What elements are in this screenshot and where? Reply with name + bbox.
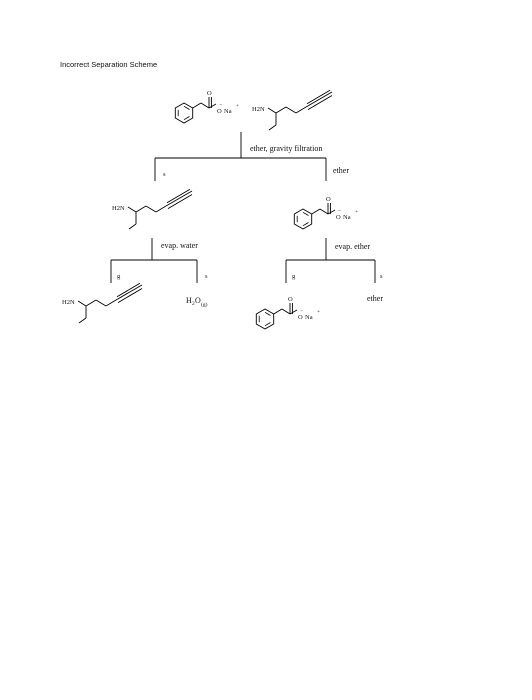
dissolved-carbonyl-oxygen: O — [326, 196, 331, 203]
final-amine-label: H2N — [62, 299, 75, 306]
final-sodium: Na — [305, 314, 313, 321]
final-carboxylate-oxygen: O — [298, 314, 303, 321]
dissolved-carboxylate-charge: − — [338, 208, 341, 214]
dissolved-benzoate-structure: O O − Na + — [293, 196, 358, 230]
step2-left-s-tag: s — [205, 273, 208, 280]
water-state-label: (g) — [201, 301, 208, 308]
step1-label: ether, gravity filtration — [250, 144, 322, 153]
carboxylate-oxygen-label: O — [217, 108, 222, 115]
final-benzoate-structure: O O − Na + — [255, 296, 320, 330]
water-h-label: H — [186, 296, 192, 305]
final-amine-structure: H2N — [62, 282, 143, 324]
amine-label: H2N — [252, 106, 265, 113]
ether-product-label: ether — [367, 294, 383, 303]
dissolved-sodium-charge: + — [355, 209, 358, 215]
solid-amine-label: H2N — [112, 205, 125, 212]
step1-left-tag: s — [163, 171, 166, 178]
carbonyl-oxygen-label: O — [207, 90, 212, 97]
carboxylate-charge-label: − — [219, 102, 222, 108]
amine-structure: H2N — [252, 89, 333, 131]
water-vapor-product: H 2 O (g) — [186, 296, 208, 308]
step2-left-label: evap. water — [161, 241, 198, 250]
water-o-label: O — [195, 296, 201, 305]
dissolved-carboxylate-oxygen: O — [336, 214, 341, 221]
dissolved-sodium: Na — [343, 214, 351, 221]
final-carbonyl-oxygen: O — [288, 296, 293, 303]
step2-left-g-tag: g — [117, 273, 121, 280]
water-subscript: 2 — [192, 301, 195, 307]
step2-right-label: evap. ether — [335, 242, 370, 251]
step1-right-tag: ether — [333, 166, 349, 175]
step2-right-g-tag: g — [292, 273, 296, 280]
sodium-label: Na — [224, 108, 232, 115]
scheme-title: Incorrect Separation Scheme — [60, 60, 157, 69]
solid-amine-structure: H2N — [112, 188, 193, 230]
step2-right-s-tag: s — [380, 273, 383, 280]
sodium-charge-label: + — [236, 103, 239, 109]
final-sodium-charge: + — [317, 309, 320, 315]
final-carboxylate-charge: − — [300, 308, 303, 314]
sodium-benzoate-structure: O O − Na + — [174, 90, 239, 124]
